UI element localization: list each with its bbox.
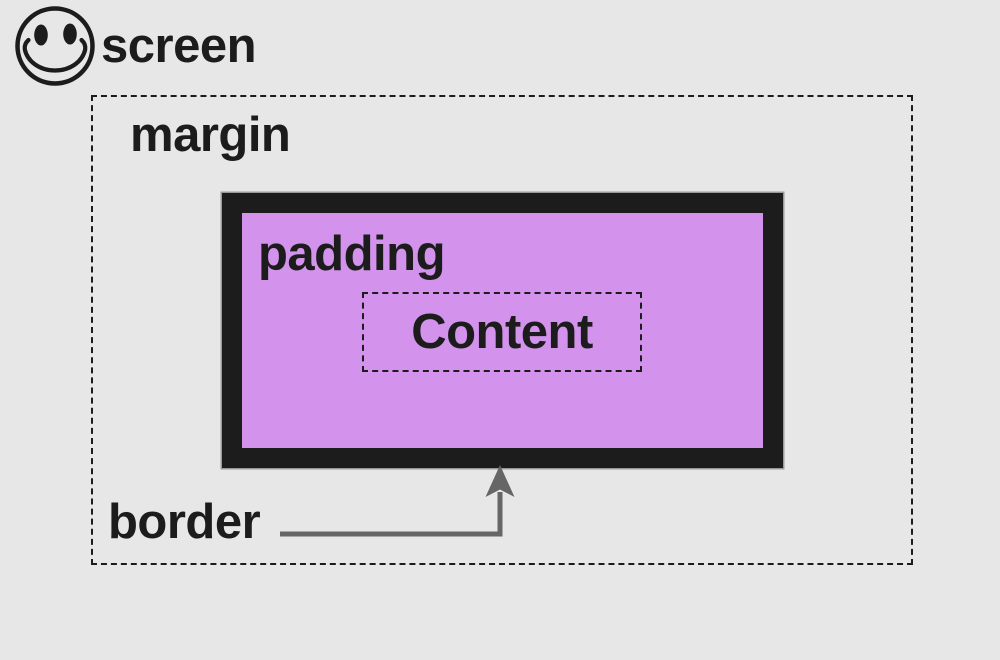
- border-label: border: [108, 495, 261, 549]
- content-area: Content: [362, 292, 642, 372]
- content-label: Content: [411, 304, 593, 359]
- border-area: padding Content: [222, 193, 783, 468]
- screen-label: screen: [101, 19, 257, 73]
- margin-area: margin padding Content: [91, 95, 913, 565]
- padding-label: padding: [258, 227, 446, 281]
- margin-label: margin: [130, 108, 291, 162]
- smiley-face-icon: [15, 6, 95, 86]
